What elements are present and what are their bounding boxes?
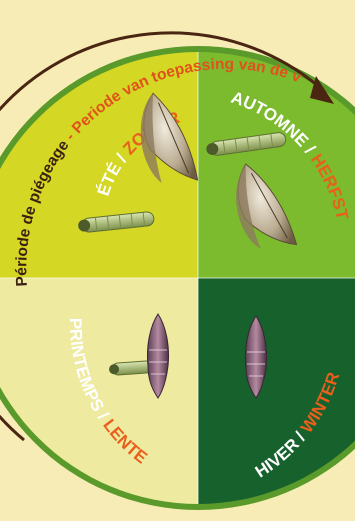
season-wheel-svg: Période de piégeage - Periode van toepas… [0,0,355,516]
season-wheel-diagram: Période de piégeage - Periode van toepas… [0,0,355,516]
